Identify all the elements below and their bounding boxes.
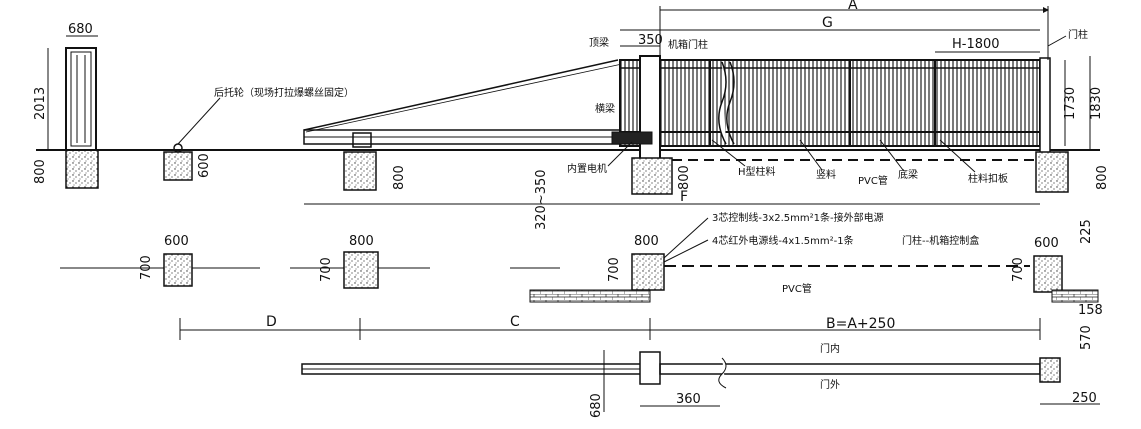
- plan-700-c: 700: [607, 257, 622, 282]
- label-rear-wheel: 后托轮（现场打拉爆螺丝固定）: [214, 86, 354, 99]
- plan-600: 600: [164, 234, 189, 249]
- plan-700-a: 700: [139, 255, 154, 280]
- plan-700-b: 700: [319, 257, 334, 282]
- dim-D: D: [266, 314, 277, 330]
- label-pvc: PVC管: [858, 174, 888, 187]
- dim-570: 570: [1079, 325, 1094, 350]
- dim-1730: 1730: [1063, 87, 1078, 120]
- dim-360: 360: [676, 392, 701, 407]
- label-inside: 门内: [820, 342, 840, 355]
- dim-box-foundation: 800: [677, 165, 692, 190]
- dim-680-b: 680: [589, 393, 604, 418]
- label-bottom-beam: 底梁: [898, 168, 918, 181]
- dim-158: 158: [1078, 303, 1103, 318]
- label-vertical: 竖料: [816, 168, 836, 181]
- plan-800: 800: [349, 234, 374, 249]
- gate-top-plan: 门内 门外 680 360 250: [301, 342, 1100, 418]
- label-pvc2: PVC管: [782, 282, 812, 295]
- dim-track-foundation: 800: [392, 165, 407, 190]
- dim-1830: 1830: [1089, 87, 1104, 120]
- dim-G: G: [822, 15, 833, 31]
- dim-wheel-foundation: 600: [197, 153, 212, 178]
- label-h-post: H型柱料: [738, 165, 776, 178]
- label-post-box: 门柱--机箱控制盒: [902, 234, 979, 247]
- dim-320-350: 320~350: [534, 169, 549, 230]
- label-gate-post: 门柱: [1068, 28, 1088, 41]
- label-cable1: 3芯控制线-3x2.5mm²1条-接外部电源: [712, 211, 884, 224]
- dim-foundation-left: 800: [33, 159, 48, 184]
- dim-A: A: [848, 0, 858, 13]
- label-outside: 门外: [820, 378, 840, 391]
- label-machine-post: 机箱门柱: [668, 38, 708, 51]
- label-top-beam: 顶梁: [589, 36, 609, 49]
- dim-C: C: [510, 314, 520, 330]
- dim-F: F: [680, 189, 688, 205]
- dim-350: 350: [638, 33, 663, 48]
- foundation-plan: 600 700 800 700 800 700 320~350 600 700 …: [60, 169, 1103, 350]
- dim-250: 250: [1072, 391, 1097, 406]
- plan-700-r: 700: [1011, 257, 1026, 282]
- gate-elevation: 800 800 800 A G 350 H-1800: [303, 0, 1110, 205]
- label-post-plate: 柱料扣板: [968, 172, 1008, 185]
- label-cable2: 4芯红外电源线-4x1.5mm²-1条: [712, 234, 854, 247]
- label-motor: 内置电机: [567, 162, 607, 175]
- dim-B: B=A+250: [826, 316, 895, 332]
- plan-600-r: 600: [1034, 236, 1059, 251]
- label-cross-beam: 横梁: [595, 102, 615, 115]
- dim-post-width: 680: [68, 22, 93, 37]
- plan-800-c: 800: [634, 234, 659, 249]
- left-post-elevation: 680 2013 800: [33, 22, 99, 189]
- dim-post-height: 2013: [33, 87, 48, 120]
- rear-wheel: 后托轮（现场打拉爆螺丝固定） 600: [163, 86, 354, 181]
- dim-225: 225: [1079, 219, 1094, 244]
- dim-H-1800: H-1800: [952, 37, 1000, 52]
- dim-post-foundation: 800: [1095, 165, 1110, 190]
